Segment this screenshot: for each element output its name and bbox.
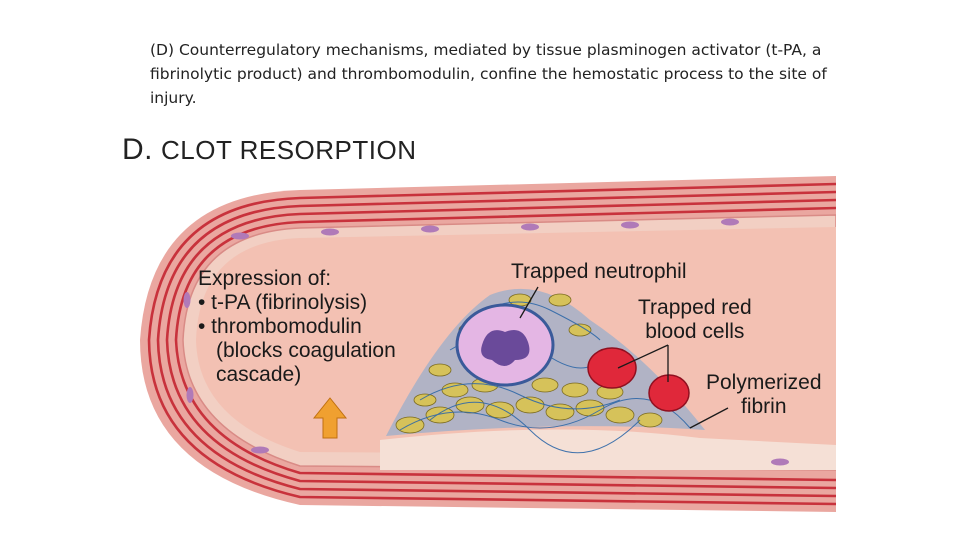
expression-item-note-2: cascade): [216, 363, 302, 386]
polymerized-fibrin-line-1: Polymerized: [706, 371, 822, 394]
figure-title-text: CLOT RESORPTION: [161, 135, 417, 165]
subendothelial-layer: [380, 429, 836, 470]
figure-title: D. CLOT RESORPTION: [122, 133, 417, 167]
panel-letter: D.: [122, 133, 153, 166]
expression-label: Expression of: • t-PA (fibrinolysis) • t…: [198, 267, 396, 387]
expression-item-tpa: • t-PA (fibrinolysis): [198, 291, 368, 314]
leader-lines: [519, 286, 729, 429]
trapped-rbc-label: Trapped red blood cells: [638, 296, 752, 344]
trapped-rbc-line-1: Trapped red: [638, 296, 752, 319]
upward-arrow: [312, 397, 348, 439]
neutrophil-nucleus: [481, 329, 530, 366]
trapped-rbc-line-2: blood cells: [645, 320, 745, 343]
platelets: [395, 293, 663, 434]
red-blood-cell: [587, 347, 637, 389]
polymerized-fibrin-label: Polymerized fibrin: [706, 371, 822, 419]
endothelial-nuclei: [183, 218, 789, 466]
polymerized-fibrin-line-2: fibrin: [741, 395, 787, 418]
red-blood-cell: [648, 374, 690, 412]
expression-item-thrombomodulin: • thrombomodulin: [198, 315, 362, 338]
muscle-stripes: [147, 182, 836, 506]
red-blood-cells: [587, 347, 690, 412]
trapped-neutrophil-label: Trapped neutrophil: [511, 260, 687, 283]
caption: (D) Counterregulatory mechanisms, mediat…: [150, 41, 827, 107]
expression-heading: Expression of:: [198, 267, 332, 290]
clot: [386, 288, 705, 454]
fibrin-strands: [399, 301, 691, 454]
expression-item-note-1: (blocks coagulation: [216, 339, 396, 362]
trapped-neutrophil: [455, 303, 555, 387]
